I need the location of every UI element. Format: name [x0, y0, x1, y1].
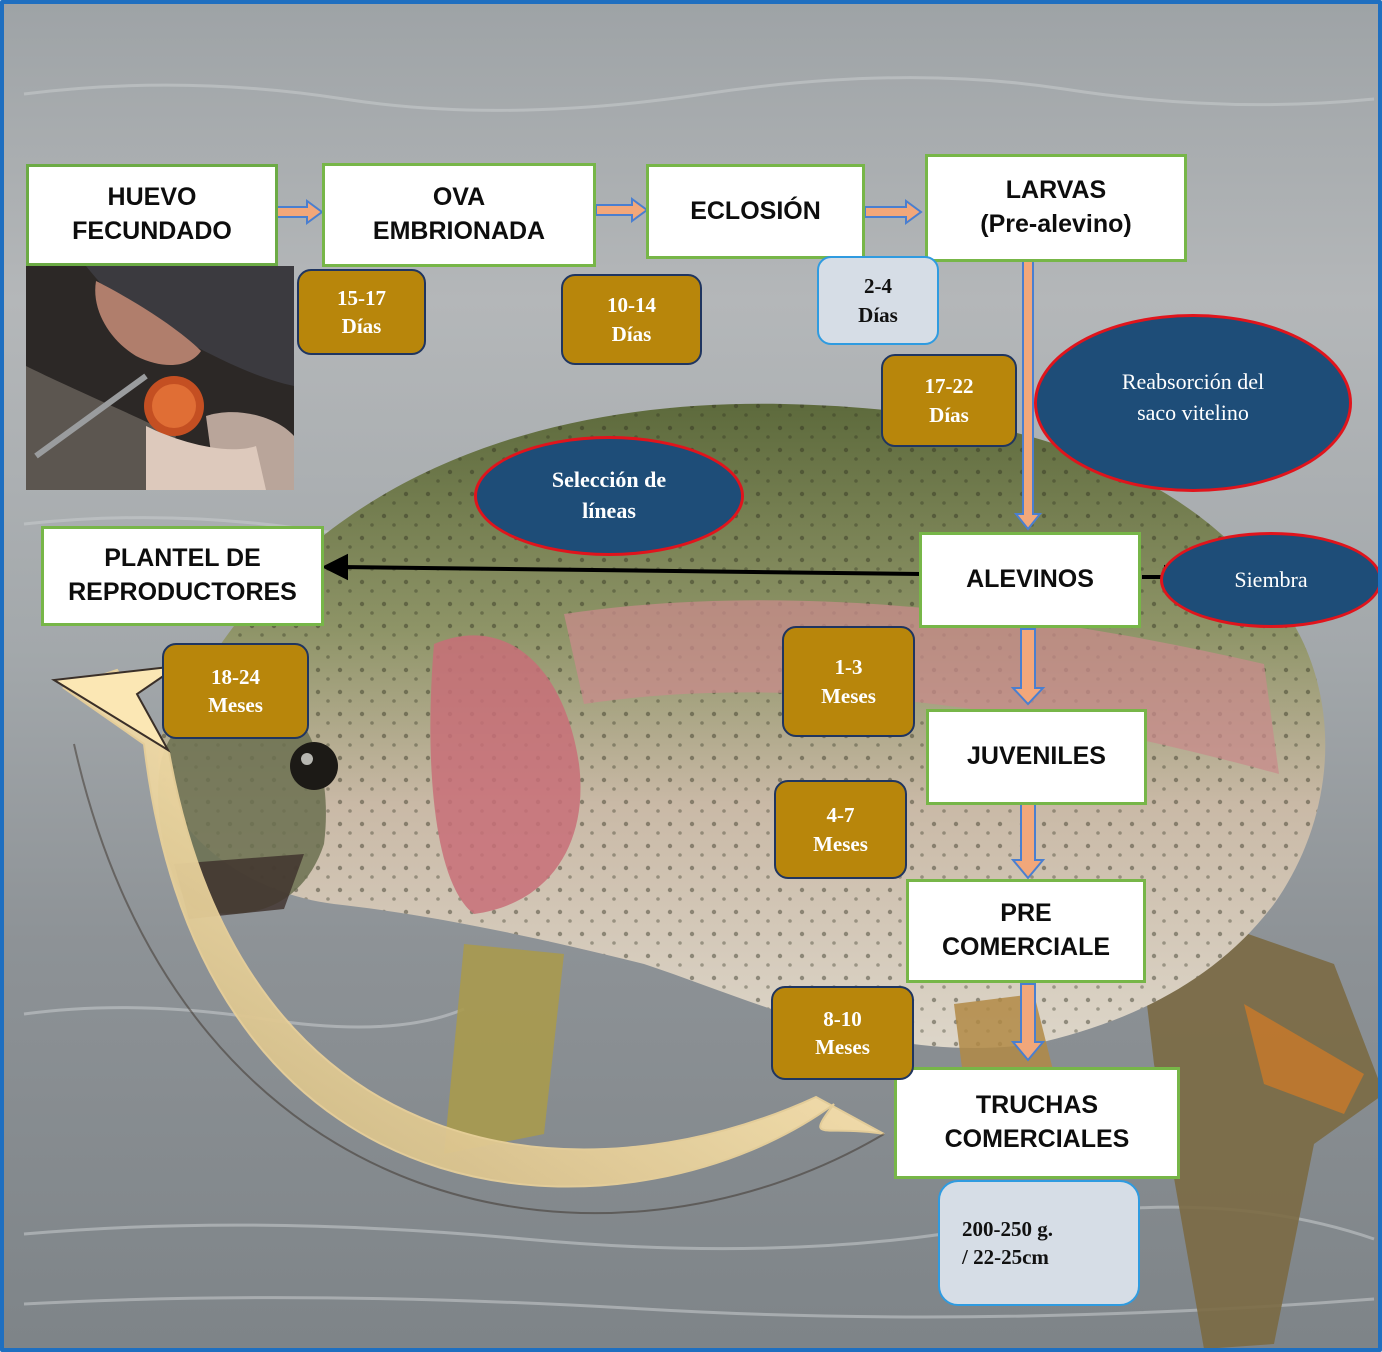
duration-eclosion-larvas: 2-4 Días — [817, 256, 939, 345]
cycle-arrow — [61, 668, 885, 1188]
stage-plantel-reproductores: PLANTEL DE REPRODUCTORES — [41, 526, 324, 626]
stage-huevo-fecundado: HUEVO FECUNDADO — [26, 164, 278, 266]
duration-alevinos-juveniles: 1-3 Meses — [782, 626, 915, 737]
fish-tail — [1134, 894, 1378, 1348]
fish-eye — [290, 742, 338, 790]
ellipse-seleccion-lineas: Selección de líneas — [474, 436, 744, 556]
size-note: 200-250 g. / 22-25cm — [938, 1180, 1140, 1306]
duration-plantel: 18-24 Meses — [162, 643, 309, 739]
stage-truchas-comerciales: TRUCHAS COMERCIALES — [894, 1067, 1180, 1179]
stage-larvas: LARVAS (Pre-alevino) — [925, 154, 1187, 262]
fish-eye-highlight — [301, 753, 313, 765]
ellipse-siembra: Siembra — [1160, 532, 1378, 628]
hatchery-photo — [26, 266, 294, 490]
fish-pectoral-fin — [444, 944, 564, 1154]
fish-tail-orange — [1244, 1004, 1364, 1114]
duration-juveniles-precomerciale: 4-7 Meses — [774, 780, 907, 879]
larvas-alevinos-arrow — [1013, 260, 1043, 531]
ellipse-reabsorcion: Reabsorción del saco vitelino — [1034, 314, 1352, 492]
cycle-arrow-head — [51, 665, 179, 753]
stage-alevinos: ALEVINOS — [919, 532, 1141, 628]
duration-larvas-alevinos: 17-22 Días — [881, 354, 1017, 447]
duration-precomerciale-truchas: 8-10 Meses — [771, 986, 914, 1080]
duration-ova-eclosion: 10-14 Días — [561, 274, 702, 365]
vertical-arrows — [1010, 628, 1046, 1062]
stage-pre-comerciale: PRE COMERCIALE — [906, 879, 1146, 983]
stage-eclosion: ECLOSIÓN — [646, 164, 865, 259]
stage-ova-embrionada: OVA EMBRIONADA — [322, 163, 596, 267]
stage-juveniles: JUVENILES — [926, 709, 1147, 805]
cycle-arrow-outline — [73, 743, 885, 1215]
row-arrows — [276, 197, 923, 225]
duration-huevo-ova: 15-17 Días — [297, 269, 426, 355]
fish-gill — [430, 635, 581, 914]
